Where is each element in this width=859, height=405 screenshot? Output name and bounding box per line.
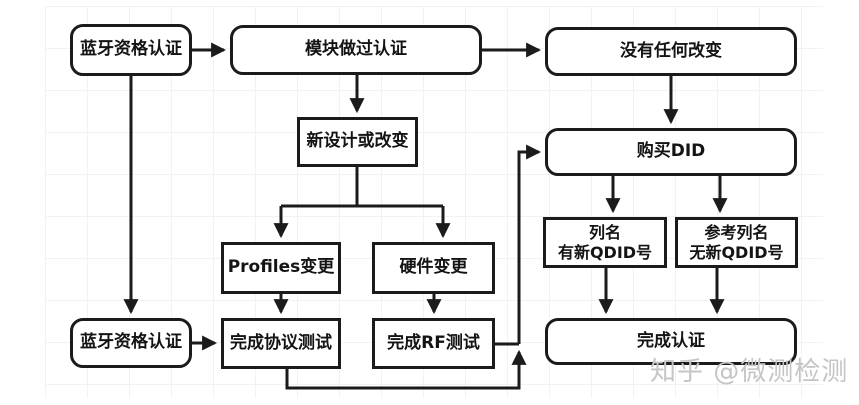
node-bluetooth-qualification-top: 蓝牙资格认证 (70, 24, 192, 76)
node-new-design-or-change: 新设计或改变 (297, 117, 418, 167)
node-module-certified: 模块做过认证 (230, 25, 482, 75)
node-complete-protocol-test: 完成协议测试 (221, 318, 341, 369)
node-complete-certification: 完成认证 (545, 318, 797, 365)
watermark-zhihu: 知乎 @微测检测 (650, 357, 849, 387)
node-complete-rf-test: 完成RF测试 (372, 318, 495, 369)
node-no-change: 没有任何改变 (545, 27, 797, 76)
node-hardware-change: 硬件变更 (372, 242, 495, 294)
node-profiles-change: Profiles变更 (221, 242, 341, 294)
node-listed-new-qdid: 列名 有新QDID号 (543, 217, 667, 268)
node-reference-listing-no-qdid: 参考列名 无新QDID号 (675, 217, 798, 268)
node-bluetooth-qualification-bottom: 蓝牙资格认证 (70, 318, 192, 368)
node-buy-did: 购买DID (545, 128, 797, 176)
